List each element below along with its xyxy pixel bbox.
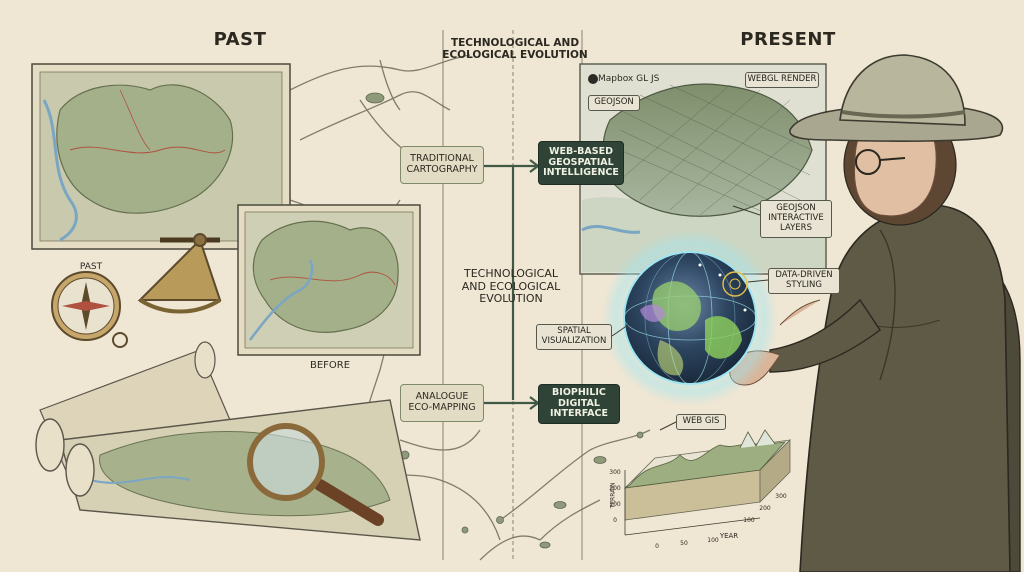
terrain-y-tick-100: 100 — [609, 501, 621, 508]
past-heading: PAST — [213, 29, 267, 50]
terrain-z-tick-200: 200 — [759, 505, 771, 512]
data-driven-styling-tag: DATA-DRIVEN STYLING — [768, 268, 840, 294]
geojson-tag: GEOJSON — [588, 95, 640, 111]
before-label: BEFORE — [309, 360, 351, 371]
present-heading: PRESENT — [740, 29, 836, 50]
sextant — [137, 233, 222, 314]
web-gis-tag: WEB GIS — [676, 414, 726, 430]
terrain-x-tick-0: 0 — [655, 543, 659, 550]
analogue-eco-mapping-box: ANALOGUE ECO-MAPPING — [400, 384, 484, 422]
biophilic-digital-interface-box: BIOPHILIC DIGITAL INTERFACE — [538, 384, 620, 424]
terrain-z-tick-100: 100 — [743, 517, 755, 524]
center-title: TECHNOLOGICAL AND ECOLOGICAL EVOLUTION — [442, 37, 588, 62]
terrain-y-tick-300: 300 — [609, 469, 621, 476]
holographic-globe — [602, 230, 778, 406]
geojson-interactive-layers-tag: GEOJSON INTERACTIVE LAYERS — [760, 200, 832, 238]
old-map-before — [237, 204, 421, 356]
terrain-y-tick-200: 200 — [609, 485, 621, 492]
terrain-x-tick-100: 100 — [707, 537, 719, 544]
mid-evolution-label: TECHNOLOGICAL AND ECOLOGICAL EVOLUTION — [461, 267, 561, 306]
spatial-visualization-tag: SPATIAL VISUALIZATION — [536, 324, 612, 350]
mapbox-gl-label: Mapbox GL JS — [598, 73, 660, 84]
compass — [51, 271, 128, 348]
webgl-render-tag: WEBGL RENDER — [745, 72, 819, 88]
terrain-chart — [623, 429, 792, 536]
neural-nodes — [365, 92, 644, 549]
magnifying-glass — [247, 423, 384, 526]
tag-leaders — [611, 205, 769, 431]
traditional-cartography-box: TRADITIONAL CARTOGRAPHY — [400, 146, 484, 184]
terrain-axis-label: TERRAIN — [609, 482, 617, 509]
web-based-geospatial-box: WEB-BASED GEOSPATIAL INTELLIGENCE — [538, 141, 624, 185]
terrain-y-tick-0: 0 — [613, 517, 617, 524]
terrain-x-axis-label: YEAR — [719, 532, 739, 540]
terrain-z-tick-300: 300 — [775, 493, 787, 500]
terrain-x-tick-50: 50 — [680, 540, 688, 547]
old-map-top — [31, 63, 291, 250]
past-compass-label: PAST — [79, 262, 103, 272]
